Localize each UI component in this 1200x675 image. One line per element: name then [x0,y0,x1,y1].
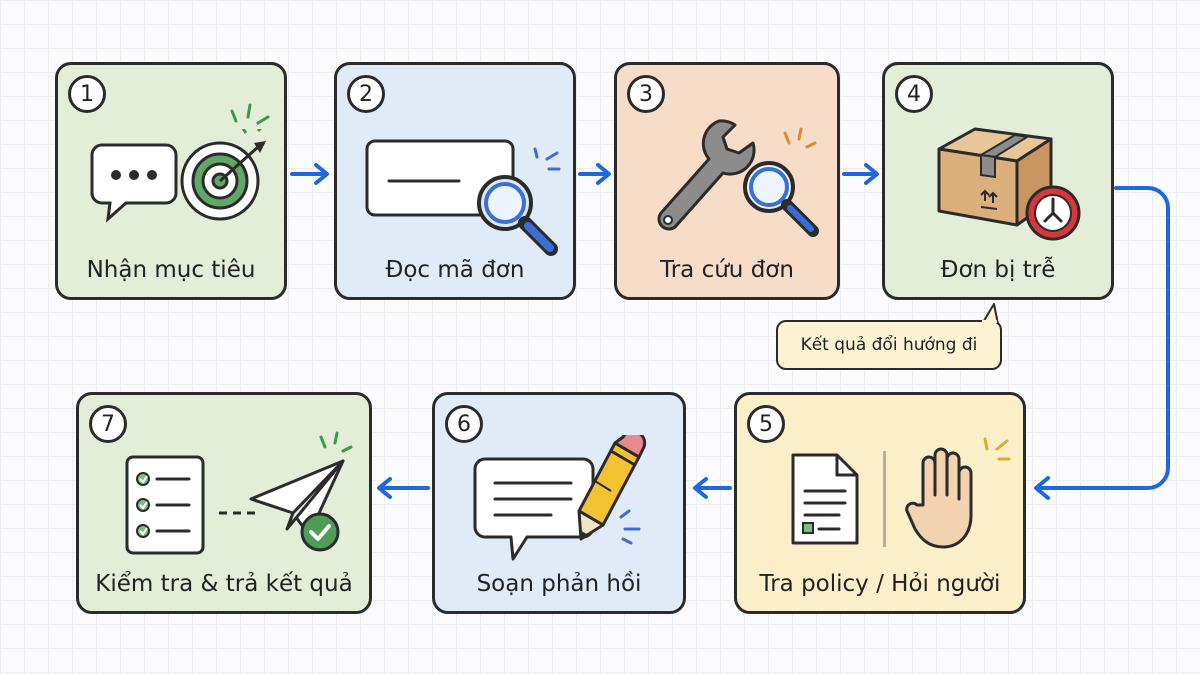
step-card-7: 7 Kiểm tra & trả kết quả [76,392,372,614]
step-number-5: 5 [747,405,785,443]
callout-tail-cover [982,320,997,323]
callout-tail [981,303,999,324]
step-label-7: Kiểm tra & trả kết quả [95,571,353,597]
step-number-7: 7 [89,405,127,443]
spark-icon [319,431,353,453]
step-card-5: 5 Tra policy / Hỏi người [734,392,1026,614]
arrow-3-to-4 [842,163,879,185]
arrow-6-to-7 [377,477,430,499]
hand-icon [905,447,973,549]
step-label-4: Đơn bị trễ [940,257,1056,283]
spark-icon [533,147,561,171]
step-number-3: 3 [627,75,665,113]
step-label-3: Tra cứu đơn [660,257,794,283]
magnifier-icon [743,161,819,237]
speech-bubble-icon [473,457,595,561]
step-label-6: Soạn phản hồi [476,571,642,597]
arrow-2-to-3 [578,163,611,185]
step-card-6: 6 Soạn phản hồi [432,392,686,614]
step-card-2: 2 Đọc mã đơn [334,62,576,300]
result-callout: Kết quả đổi hướng đi [776,320,1002,370]
spark-icon [983,437,1011,461]
spark-icon [619,509,641,545]
arrow-1-to-2 [290,163,329,185]
document-icon [791,453,859,545]
arrow-5-to-6 [693,477,732,499]
clock-icon [1025,185,1081,241]
checklist-icon [125,455,205,555]
step-card-1: 1 Nhận mục tiêu [55,62,287,300]
pencil-icon [577,435,647,541]
speech-bubble-icon [90,143,178,223]
arrow-4-to-5 [1034,186,1170,500]
step-card-3: 3 Tra cứu đơn [614,62,840,300]
divider [883,451,886,547]
spark-icon [783,127,817,149]
step-label-5: Tra policy / Hỏi người [759,571,1001,597]
step-card-4: 4 Đơn bị trễ [882,62,1114,300]
step-number-1: 1 [68,75,106,113]
spark-icon [230,103,270,125]
dashed-line [219,511,259,515]
step-label-2: Đọc mã đơn [385,257,525,283]
step-number-4: 4 [895,75,933,113]
target-icon [180,129,266,221]
step-number-6: 6 [445,405,483,443]
magnifier-icon [477,175,558,256]
wrench-icon [657,119,756,231]
step-number-2: 2 [347,75,385,113]
step-label-1: Nhận mục tiêu [86,257,256,283]
check-badge-icon [300,512,340,552]
